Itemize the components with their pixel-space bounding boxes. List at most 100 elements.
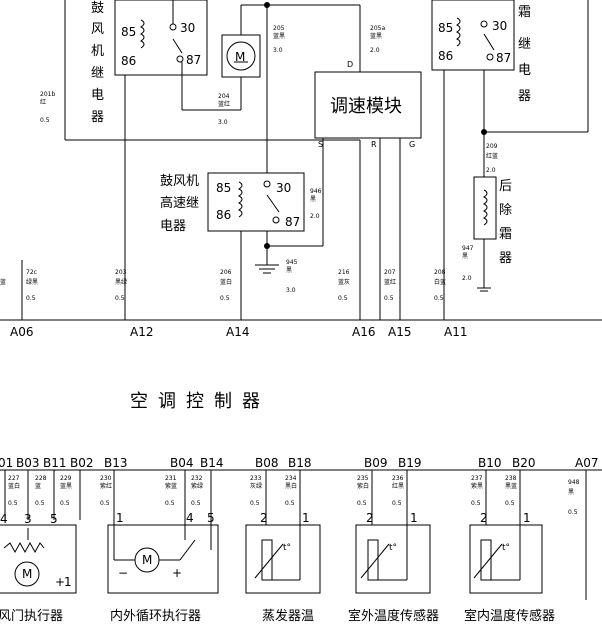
- rear-defroster-title-char: 霜: [499, 227, 512, 242]
- defrost-relay-coil-icon: [456, 17, 461, 47]
- recirc-actuator-label: 内外循环执行器: [110, 608, 201, 624]
- controller-title: 空调控制器: [130, 391, 270, 412]
- svg-text:0.5: 0.5: [471, 500, 481, 507]
- svg-text:蓝红: 蓝红: [384, 278, 396, 286]
- defrost-relay-box: [431, 0, 515, 71]
- svg-text:0.5: 0.5: [26, 295, 36, 302]
- outside-temp-sensor: 2 1 t°: [355, 511, 431, 594]
- connector-b10: B10: [478, 456, 502, 470]
- mix-door-pin-3: 3: [24, 512, 32, 526]
- blower-relay-title-char: 鼓: [91, 1, 104, 16]
- svg-text:黑: 黑: [310, 196, 316, 203]
- speed-module-box: [314, 71, 422, 139]
- svg-text:0.5: 0.5: [392, 500, 402, 507]
- blower-relay-title-char: 继: [91, 66, 104, 81]
- speed-module: 调速模块 D S R G: [314, 60, 422, 149]
- connector-b13: B13: [104, 456, 128, 470]
- motor-icon: [226, 41, 256, 71]
- svg-text:0.5: 0.5: [505, 500, 515, 507]
- speed-module-pin-s: S: [318, 140, 323, 149]
- defrost-relay-title-char: 器: [518, 89, 531, 104]
- rear-defroster-title-char: 后: [499, 179, 512, 194]
- svg-text:72c: 72c: [26, 269, 37, 276]
- outside-sensor-symbol: t°: [389, 543, 397, 553]
- connector-a06: A06: [10, 325, 33, 339]
- svg-text:235: 235: [357, 475, 369, 482]
- svg-text:红: 红: [40, 98, 46, 106]
- wire-label-cut-left: 蓝: [0, 278, 6, 286]
- svg-text:231: 231: [165, 475, 177, 482]
- speed-module-pin-d: D: [347, 60, 353, 69]
- wire-label-231: 231 紫蓝 0.5: [165, 475, 177, 507]
- inside-sensor-symbol: t°: [502, 543, 510, 553]
- svg-text:蓝灰: 蓝灰: [338, 278, 350, 286]
- wire-label-205a: 205a 蓝黑 2.0: [370, 25, 385, 54]
- svg-text:227: 227: [8, 475, 20, 482]
- connector-b01: 01: [0, 456, 13, 470]
- blower-relay-contact-icon: [169, 23, 177, 31]
- svg-text:947: 947: [462, 245, 474, 252]
- wire-label-945: 945 黑 3.0: [286, 259, 298, 294]
- connector-a07: A07: [575, 456, 598, 470]
- recirc-actuator: 1 4 5 M − +: [107, 511, 219, 594]
- svg-text:0.5: 0.5: [220, 295, 230, 302]
- connector-b08: B08: [255, 456, 279, 470]
- svg-text:黑白: 黑白: [285, 482, 297, 490]
- wire-label-203: 203 黑绿 0.5: [115, 269, 127, 302]
- defrost-relay-pin-87: 87: [496, 51, 511, 65]
- blower-high-relay-coil-icon: [238, 181, 243, 218]
- svg-text:黑: 黑: [286, 267, 292, 274]
- connector-a15: A15: [388, 325, 411, 339]
- rear-defroster-title-char: 除: [499, 203, 512, 218]
- evaporator-sensor: 2 1 t°: [245, 511, 321, 594]
- wire-label-234: 234 黑白 0.5: [285, 475, 297, 507]
- svg-text:蓝红: 蓝红: [218, 100, 230, 108]
- wire-label-216: 216 蓝灰 0.5: [338, 269, 350, 302]
- connector-b14: B14: [200, 456, 224, 470]
- svg-text:3.0: 3.0: [286, 287, 296, 294]
- mix-door-motor-label: M: [22, 567, 32, 581]
- evaporator-sensor-box: [245, 524, 321, 594]
- svg-text:紫白: 紫白: [357, 482, 369, 490]
- svg-text:205a: 205a: [370, 25, 385, 32]
- evaporator-sensor-pin-1: 1: [302, 511, 310, 525]
- wire-label-201b: 201b 红 0.5: [40, 91, 55, 124]
- svg-text:2.0: 2.0: [486, 167, 496, 174]
- svg-text:0.5: 0.5: [338, 295, 348, 302]
- wire-label-946: 946 黑 2.0: [310, 188, 322, 220]
- svg-text:蓝: 蓝: [35, 482, 41, 490]
- mix-door-plus: +: [55, 575, 65, 589]
- svg-text:0.5: 0.5: [285, 500, 295, 507]
- blower-high-relay-pin-30: 30: [276, 181, 291, 195]
- svg-text:229: 229: [60, 475, 72, 482]
- mix-door-pin-5: 5: [50, 512, 58, 526]
- svg-text:蓝黑: 蓝黑: [273, 32, 285, 40]
- recirc-pin-4: 4: [186, 511, 194, 525]
- wire-label-72c: 72c 绿黑 0.5: [26, 269, 38, 302]
- thermistor-icon: [261, 539, 273, 581]
- svg-text:946: 946: [310, 188, 322, 195]
- svg-text:238: 238: [505, 475, 517, 482]
- inside-sensor-pin-2: 2: [480, 511, 488, 525]
- svg-text:0.5: 0.5: [165, 500, 175, 507]
- blower-high-relay: 85 86 30 87: [207, 172, 305, 232]
- svg-text:黑绿: 黑绿: [115, 278, 127, 286]
- svg-text:945: 945: [286, 259, 298, 266]
- svg-text:0.5: 0.5: [357, 500, 367, 507]
- svg-text:209: 209: [486, 143, 498, 150]
- blower-high-relay-pin-86: 86: [216, 208, 231, 222]
- outside-temp-sensor-box: [355, 524, 431, 594]
- svg-text:蓝白: 蓝白: [8, 482, 20, 490]
- svg-text:234: 234: [285, 475, 297, 482]
- wire-label-204: 204 蓝红 3.0: [218, 93, 230, 126]
- speed-module-label: 调速模块: [330, 96, 402, 117]
- connector-a14: A14: [226, 325, 249, 339]
- svg-text:2.0: 2.0: [310, 213, 320, 220]
- svg-text:0.5: 0.5: [115, 295, 125, 302]
- blower-relay-pin-85: 85: [121, 25, 136, 39]
- wire-label-208: 208 白蓝 0.5: [434, 269, 446, 302]
- mix-door-actuator-box: [0, 524, 77, 594]
- svg-text:0.5: 0.5: [568, 509, 578, 516]
- mix-door-actuator-label: 风门执行器: [0, 609, 63, 624]
- blower-high-relay-pin-85: 85: [216, 181, 231, 195]
